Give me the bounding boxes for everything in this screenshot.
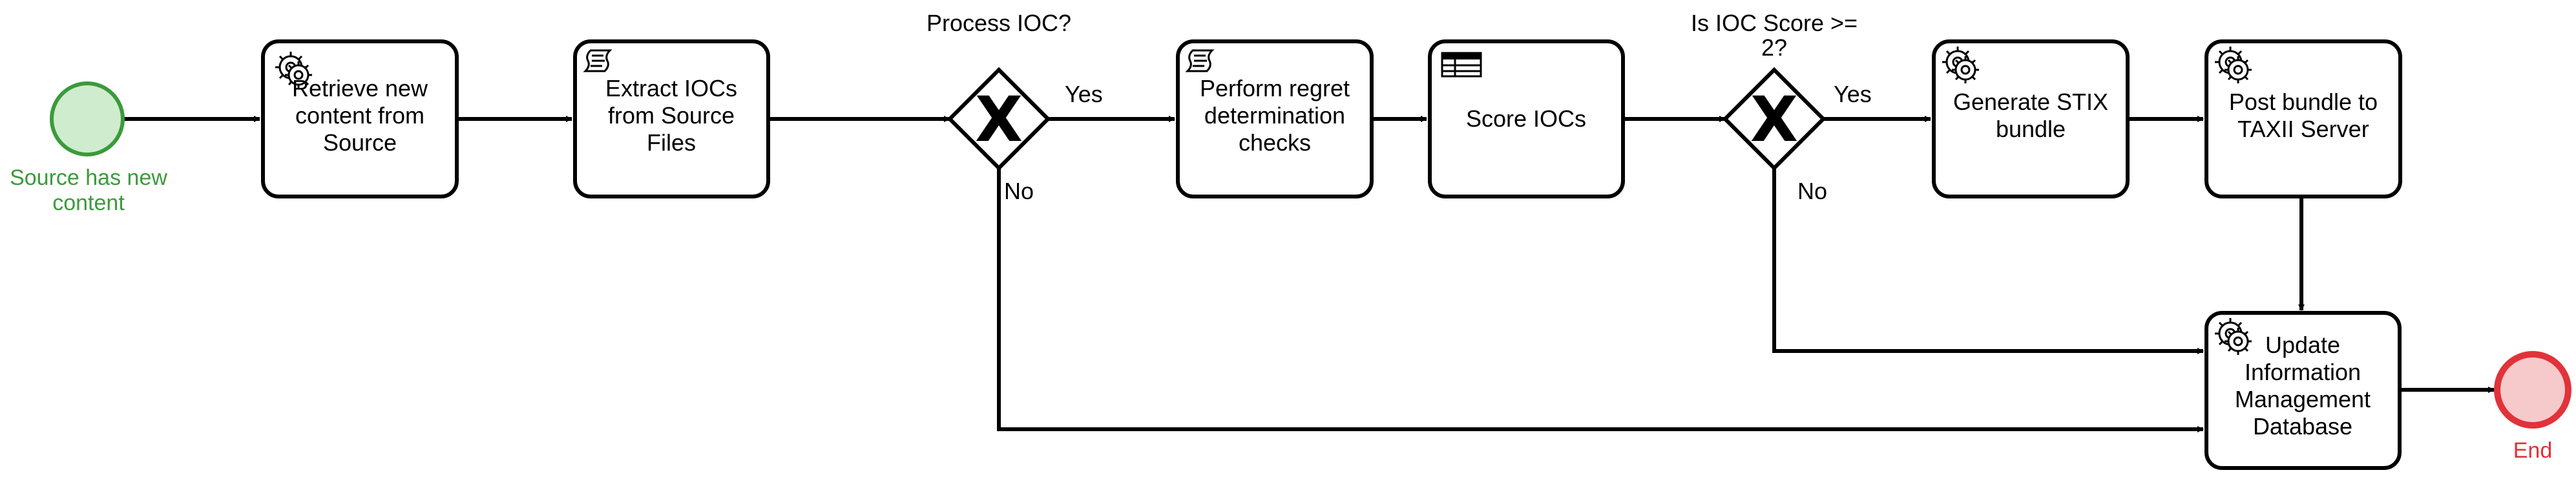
sequence-flows	[124, 116, 2495, 432]
task-box[interactable]	[2204, 311, 2402, 470]
exclusive-gateway-x-icon: X	[1750, 83, 1798, 156]
gateway-question: 2?	[1761, 34, 1787, 61]
gear-icon	[2215, 47, 2252, 83]
start-event-label: Source has new	[10, 165, 167, 190]
task-box[interactable]	[261, 39, 459, 198]
task-regret-checks[interactable]: Perform regret determination checks	[1176, 39, 1374, 198]
task-box[interactable]	[2204, 39, 2402, 198]
task-extract-iocs[interactable]: Extract IOCs from Source Files	[573, 39, 770, 198]
gateway-yes-label: Yes	[1834, 81, 1872, 107]
script-icon	[583, 49, 613, 72]
script-icon	[1185, 49, 1215, 72]
task-label: from Source	[608, 102, 735, 129]
task-box[interactable]	[1932, 39, 2130, 198]
gateway-ioc-score[interactable]: Is IOC Score >= 2? X Yes No	[1691, 10, 1872, 204]
end-event-circle[interactable]	[2494, 351, 2571, 429]
end-event-label: End	[2513, 438, 2553, 463]
task-label: Extract IOCs	[605, 75, 737, 101]
task-label: content from	[295, 102, 424, 129]
gateway-diamond[interactable]	[947, 67, 1051, 171]
task-label: bundle	[1996, 116, 2066, 142]
task-label: Source	[323, 129, 397, 156]
task-label: checks	[1239, 129, 1311, 156]
task-box[interactable]	[1428, 39, 1625, 198]
task-label: Update	[2265, 332, 2340, 358]
gateway-yes-label: Yes	[1065, 81, 1103, 107]
task-label: Files	[647, 129, 696, 156]
end-event[interactable]: End	[2494, 351, 2571, 463]
task-label: determination	[1204, 102, 1345, 129]
task-score-iocs[interactable]: Score IOCs	[1428, 39, 1625, 198]
gateway-no-label: No	[1004, 178, 1034, 204]
gear-icon	[1942, 47, 1979, 83]
task-label: Database	[2253, 413, 2352, 440]
table-icon	[1441, 52, 1482, 78]
task-box[interactable]	[573, 39, 770, 198]
gateway-question: Is IOC Score >=	[1691, 10, 1858, 36]
task-post-taxii[interactable]: Post bundle to TAXII Server	[2204, 39, 2402, 198]
gateway-diamond[interactable]	[1722, 67, 1827, 171]
exclusive-gateway-x-icon: X	[975, 83, 1023, 156]
task-box[interactable]	[1176, 39, 1374, 198]
task-update-database[interactable]: Update Information Management Database	[2204, 311, 2402, 470]
start-event-label: content	[52, 191, 125, 215]
task-retrieve-content[interactable]: Retrieve new content from Source	[261, 39, 459, 198]
task-label: Generate STIX	[1953, 89, 2108, 115]
task-label: Score IOCs	[1466, 105, 1586, 132]
start-event-circle[interactable]	[50, 81, 125, 156]
gear-icon	[2215, 318, 2252, 355]
flow-gateway1-no	[997, 168, 2204, 432]
task-label: Information	[2245, 359, 2361, 385]
gateway-no-label: No	[1797, 178, 1827, 204]
task-label: TAXII Server	[2237, 116, 2369, 142]
gateway-process-ioc[interactable]: Process IOC? X Yes No	[927, 10, 1103, 204]
task-label: Retrieve new	[292, 75, 428, 101]
gateway-question: Process IOC?	[927, 10, 1071, 36]
task-generate-stix[interactable]: Generate STIX bundle	[1932, 39, 2130, 198]
task-label: Post bundle to	[2229, 89, 2378, 115]
task-label: Management	[2235, 386, 2371, 412]
task-label: Perform regret	[1200, 75, 1350, 101]
gear-icon	[275, 52, 312, 89]
start-event[interactable]: Source has new content	[10, 81, 167, 215]
flow-gateway2-no	[1772, 168, 2204, 354]
